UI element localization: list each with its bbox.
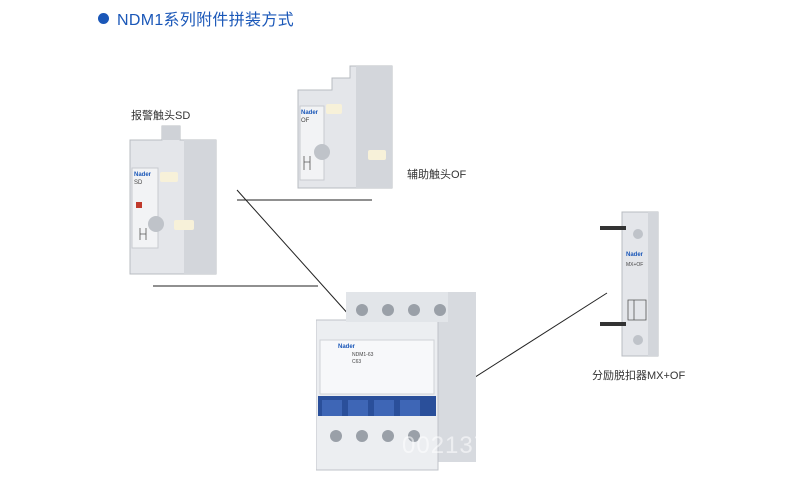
label-alarm-contact: 报警触头SD	[131, 110, 191, 122]
shunt-trip-device: Nader MX+OF	[600, 211, 659, 357]
device-brand: Nader	[134, 172, 152, 178]
device-code-mx: MX+OF	[626, 262, 643, 268]
auxiliary-contact-device: Nader OF	[297, 65, 393, 189]
device-brand-mx: Nader	[626, 252, 644, 258]
device-code-sd: SD	[134, 180, 143, 186]
device-brand-of: Nader	[301, 110, 319, 116]
breaker-model: NDM1-63	[352, 352, 374, 358]
breaker-brand: Nader	[338, 344, 356, 350]
circuit-breaker: Nader NDM1-63 C63	[316, 292, 476, 471]
watermark-text: 002137	[402, 432, 489, 459]
connector-of-diag	[236, 189, 351, 317]
label-auxiliary-contact: 辅助触头OF	[407, 169, 467, 181]
label-shunt-trip: 分励脱扣器MX+OF	[592, 370, 686, 382]
bullet-dot	[98, 12, 109, 24]
section-heading: NDM1系列附件拼装方式	[98, 6, 294, 30]
terminal-screws-top	[356, 304, 446, 316]
alarm-contact-device: Nader SD	[129, 125, 217, 275]
page-title: NDM1系列附件拼装方式	[117, 12, 294, 29]
device-code-of: OF	[301, 118, 310, 124]
terminal-screws-bottom	[330, 430, 420, 442]
breaker-rating: C63	[352, 359, 361, 365]
